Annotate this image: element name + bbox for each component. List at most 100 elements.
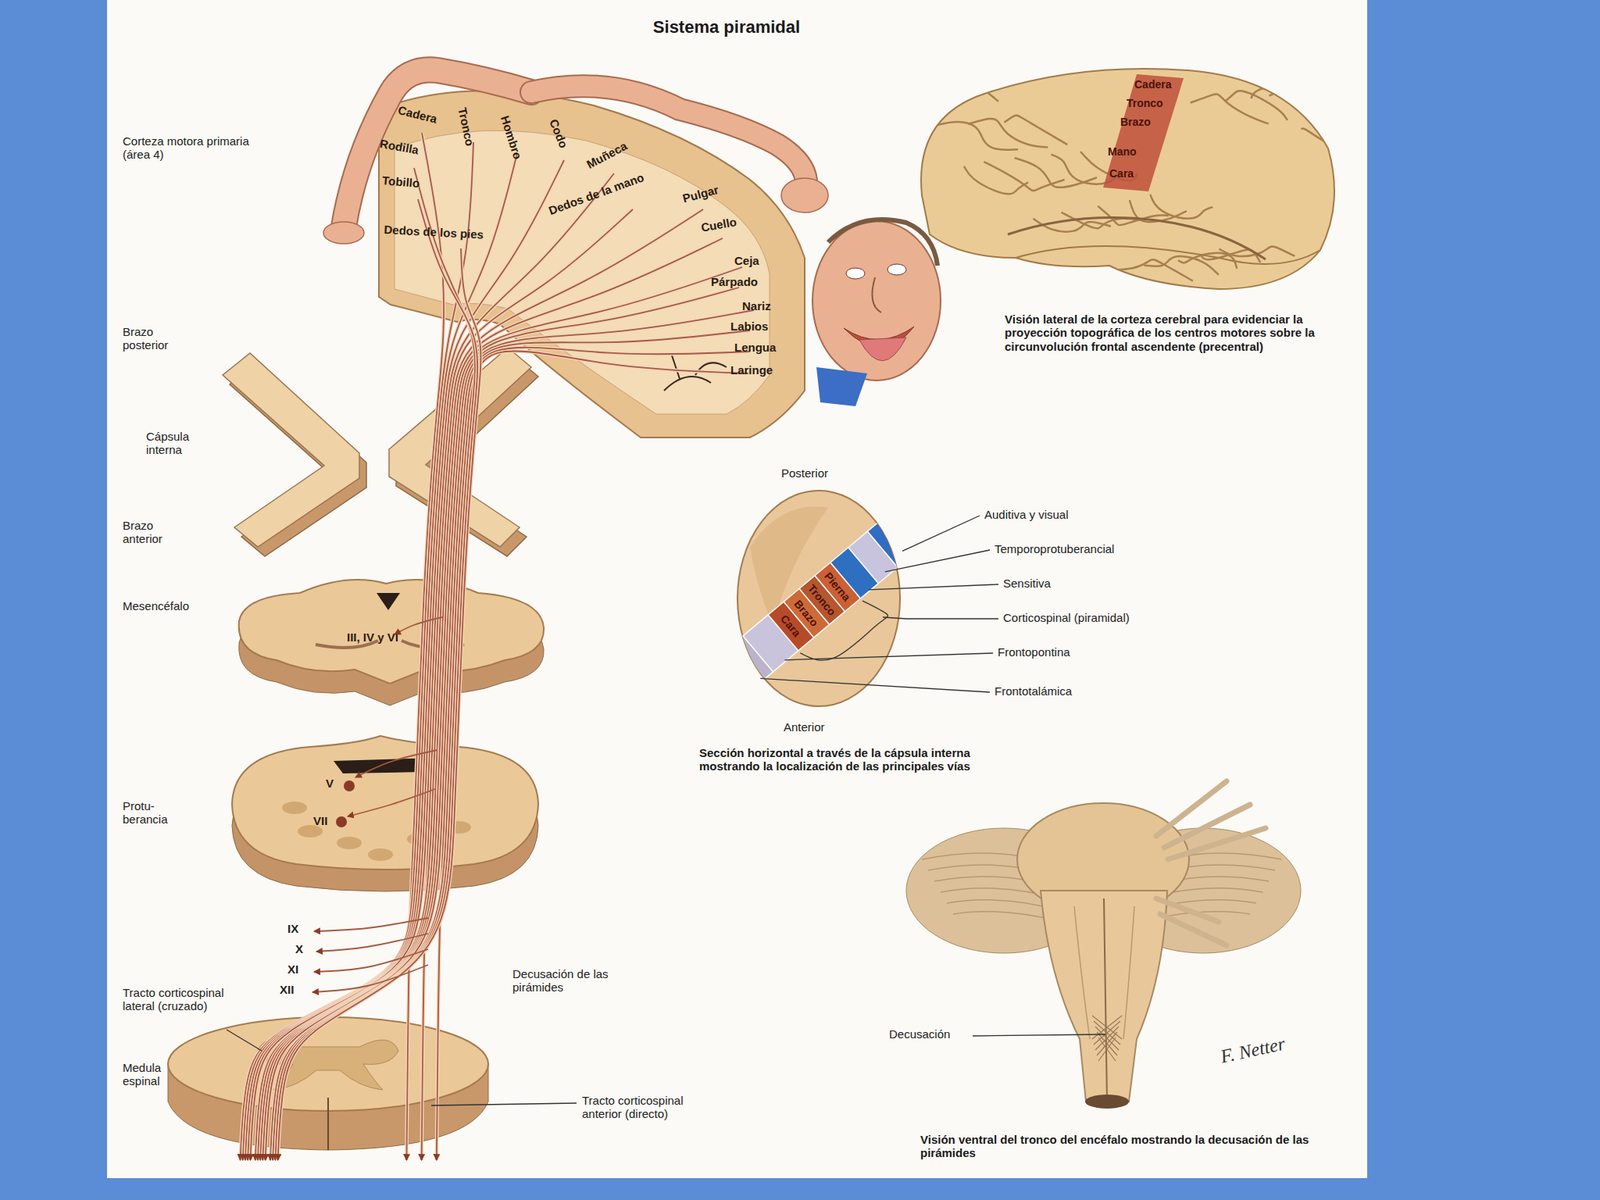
body-part-label: Muñeca <box>584 139 629 172</box>
structure-label: Temporoprotuberancial <box>994 542 1115 556</box>
fourth-ventricle <box>333 757 437 774</box>
pontine-nucleus <box>282 801 308 815</box>
leader-line <box>882 617 999 619</box>
somatotopic-label: Cadera <box>1134 78 1172 91</box>
structure-label: Anterior <box>783 720 825 734</box>
cranial-nerve-nucleus-label: VII <box>313 814 328 828</box>
corticobulbar-branch <box>314 949 429 972</box>
structure-label: Sensitiva <box>1003 576 1051 590</box>
sulcus <box>964 166 1029 195</box>
somatotopic-label: Brazo <box>1120 115 1151 129</box>
sulcus <box>1269 84 1342 112</box>
fibre <box>406 132 444 1161</box>
cranial-nerve-number: XII <box>279 982 294 997</box>
cerebral-aqueduct <box>376 592 400 611</box>
structure-label: Decusación de las pirámides <box>512 967 661 995</box>
insula-vessel <box>664 355 727 391</box>
capsule-left-limb-top <box>222 353 360 547</box>
lateral-sulcus <box>1007 217 1266 260</box>
sulcus <box>1319 125 1388 153</box>
corticobulbar-branch <box>394 617 443 635</box>
pons-section: V VII <box>224 729 547 904</box>
homunculus-arm <box>531 85 807 188</box>
corticobulbar-branch <box>355 750 438 778</box>
cranial-nerve-number: IX <box>287 921 299 936</box>
structure-label: Corticospinal (piramidal) <box>1003 610 1130 625</box>
capsule-right-limb-top <box>389 347 532 547</box>
nerve-root <box>1160 914 1227 946</box>
homunculus-hair <box>828 219 938 266</box>
cranial-nerve-number: XI <box>287 962 299 976</box>
cranial-nerve-nucleus <box>335 816 347 828</box>
structure-label: Corteza motora primaria (área 4) <box>122 134 279 162</box>
sulcus <box>1190 93 1269 124</box>
fibre <box>262 310 754 1161</box>
homunculus-tongue <box>859 337 907 361</box>
brainstem-ventral-view <box>906 781 1301 1109</box>
bracket <box>800 600 888 661</box>
cranial-nerve-nucleus-label: V <box>325 776 334 790</box>
somatotopic-label: Mano <box>1107 145 1137 158</box>
fibre-halo <box>421 209 704 1161</box>
body-part-label: Párpado <box>710 275 758 289</box>
structure-label: Brazo posterior <box>122 325 193 353</box>
fibre-halo <box>240 142 474 1161</box>
medulla-cut <box>1085 1094 1129 1109</box>
structure-label: Posterior <box>781 466 829 480</box>
homunculus <box>323 69 941 407</box>
fibre <box>257 267 743 1161</box>
precentral-strip <box>1103 74 1184 192</box>
fibre-halo <box>260 287 740 1161</box>
cranial-nerve-nucleus <box>343 780 355 792</box>
brain-lateral-view <box>921 68 1388 290</box>
body-part-label: Labios <box>730 319 768 333</box>
sulcus <box>1108 259 1193 281</box>
nerve-root <box>1167 828 1266 860</box>
fibre <box>245 160 565 1161</box>
body-part-label: Hombro <box>498 114 525 161</box>
corticobulbar-branch <box>314 917 429 932</box>
fibre-halo <box>257 267 743 1161</box>
fibre <box>242 153 518 1161</box>
structure-label: Cápsula interna <box>146 429 217 458</box>
fibre-halo <box>255 238 723 1161</box>
body-part-label: Rodilla <box>378 136 420 158</box>
homunculus-arm-outline <box>531 85 807 188</box>
anterior-fissure <box>327 1097 329 1150</box>
fibre-halo <box>406 132 444 1161</box>
cortex-slice <box>378 90 805 438</box>
body-part-label: Lengua <box>734 340 776 354</box>
fibre <box>421 209 704 1161</box>
structure-label: Decusación <box>889 1027 950 1041</box>
fibre <box>278 248 482 1161</box>
fibre-halo <box>270 350 749 1161</box>
fibre-halo <box>242 153 518 1161</box>
fibre <box>265 330 750 1161</box>
title: Sistema piramidal <box>593 17 860 37</box>
body-part-label: Tronco <box>455 106 477 148</box>
white-matter <box>394 130 770 415</box>
structure-label: Medula espinal <box>122 1060 201 1089</box>
temporal-lobe <box>1015 246 1321 265</box>
decussation-fibre <box>1098 1037 1116 1061</box>
somatotopic-label: Cara <box>778 612 804 640</box>
homunculus-eye <box>846 267 865 279</box>
decussation-fibre <box>1098 1037 1116 1061</box>
structure-label: Brazo anterior <box>122 518 193 547</box>
pontine-nucleus <box>367 848 393 861</box>
pyramid-groove <box>1074 906 1135 1040</box>
homunculus-foot <box>323 221 365 244</box>
corticospinal-fibres <box>240 132 754 1161</box>
corticobulbar-branch <box>312 964 429 993</box>
somatotopic-label: Tronco <box>1126 96 1164 110</box>
pons-section-shape <box>224 729 547 904</box>
fibre-halo <box>275 199 478 1161</box>
capsule-right-limb <box>389 347 539 557</box>
structure-label: Frontotalámica <box>994 684 1072 698</box>
gray-matter <box>257 1039 399 1090</box>
cranial-nerve-number: X <box>295 942 304 956</box>
corticobulbar-branch <box>347 789 436 817</box>
fibre <box>240 142 474 1161</box>
caption-text: Sección horizontal a través de la cápsul… <box>699 746 1028 774</box>
sulcus <box>921 77 999 101</box>
